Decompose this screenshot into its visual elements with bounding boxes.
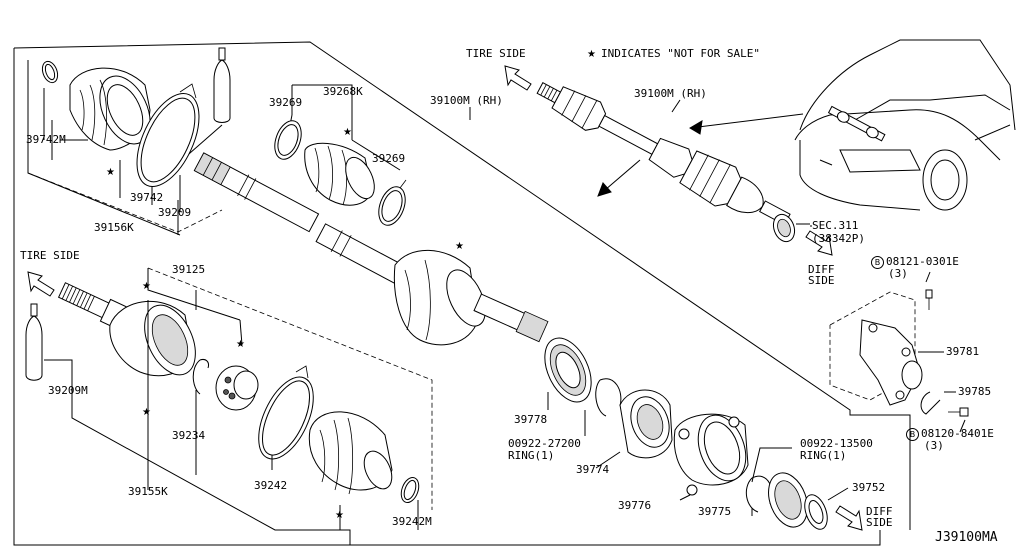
part-39776[interactable]: 39776 (618, 499, 652, 512)
star-icon: ★ (142, 407, 151, 418)
star-icon: ★ (455, 241, 464, 252)
part-39100M-rh-a[interactable]: 39100M (RH) (430, 94, 503, 107)
diagram-frame (13, 48, 350, 546)
part-39774[interactable]: 39774 (576, 463, 610, 476)
part-39209M[interactable]: 39209M (48, 384, 88, 397)
sec-311-ref-label: (38342P) (812, 232, 865, 245)
part-39100M-rh-b[interactable]: 39100M (RH) (634, 87, 707, 100)
diagram-frame-bottom (350, 530, 881, 546)
diff-side-label-upper-2: SIDE (808, 274, 835, 287)
diff-side-label-upper: DIFF (808, 263, 835, 276)
drive-shaft (193, 152, 320, 233)
part-39156K[interactable]: 39156K (94, 221, 134, 234)
tire-side-label-top: TIRE SIDE (466, 47, 526, 60)
ring-left-part-number[interactable]: 00922-27200 (508, 437, 581, 450)
diagram-code: J39100MA (935, 530, 998, 545)
part-39242[interactable]: 39242 (254, 479, 288, 492)
star-icon: ★ (106, 167, 115, 178)
part-39752[interactable]: 39752 (852, 481, 886, 494)
bolt-lower-part-number[interactable]: 08120-8401E (921, 427, 994, 440)
part-39155K[interactable]: 39155K (128, 485, 168, 498)
bolt-b-icon: B (871, 256, 884, 269)
bolt-b-icon: B (906, 428, 919, 441)
star-icon: ★ (335, 510, 344, 521)
ring-right-qty: RING(1) (800, 449, 847, 462)
vehicle-outline (794, 39, 1016, 211)
ring-right-part-number[interactable]: 00922-13500 (800, 437, 873, 450)
part-39785[interactable]: 39785 (958, 385, 992, 398)
part-39742M[interactable]: 39742M (26, 133, 66, 146)
bolt-upper-part-number[interactable]: 08121-0301E (886, 255, 959, 268)
part-39775[interactable]: 39775 (698, 505, 732, 518)
star-icon: ★ (343, 127, 352, 138)
part-39125[interactable]: 39125 (172, 263, 206, 276)
part-39269-a[interactable]: 39269 (269, 96, 303, 109)
sec-311-label[interactable]: SEC.311 (812, 219, 859, 232)
part-39269-b[interactable]: 39269 (372, 152, 406, 165)
ring-left-qty: RING(1) (508, 449, 555, 462)
diff-side-label-lower-2: SIDE (866, 516, 893, 529)
part-39234[interactable]: 39234 (172, 429, 206, 442)
star-icon: ★ (236, 339, 245, 350)
diff-side-label-lower: DIFF (866, 505, 893, 518)
part-39268K[interactable]: 39268K (323, 85, 363, 98)
not-for-sale-star-icon: ★ (587, 49, 596, 60)
part-39242M[interactable]: 39242M (392, 515, 432, 528)
bolt-upper-qty: (3) (888, 267, 908, 280)
not-for-sale-note: INDICATES "NOT FOR SALE" (601, 47, 760, 60)
star-icon: ★ (142, 281, 151, 292)
tire-side-label-left: TIRE SIDE (20, 249, 80, 262)
part-39209[interactable]: 39209 (158, 206, 192, 219)
bolt-lower-qty: (3) (924, 439, 944, 452)
part-39742[interactable]: 39742 (130, 191, 164, 204)
part-39778[interactable]: 39778 (514, 413, 548, 426)
part-39781[interactable]: 39781 (946, 345, 980, 358)
